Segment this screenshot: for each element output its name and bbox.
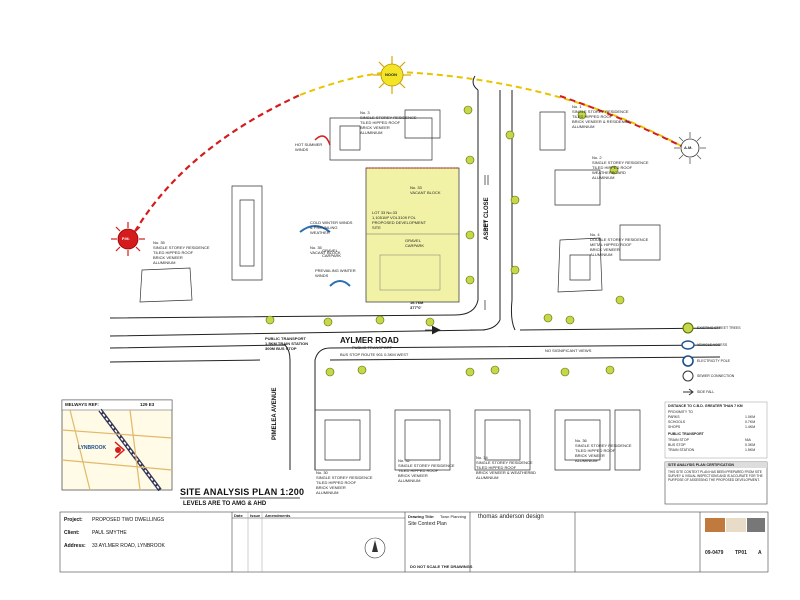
melways-ref-label: MELWAYS REF:	[65, 402, 99, 407]
street-trees	[265, 105, 625, 377]
drawing-title-label: Drawing Title:	[408, 514, 435, 519]
do-not-scale-note: DO NOT SCALE THE DRAWINGS	[410, 564, 473, 569]
client-value: PAUL SMYTHE	[92, 530, 127, 536]
house-label-no30: No. 30 SINGLE STOREY RESIDENCE TILED HIP…	[316, 470, 373, 495]
melways-ref: 129 E3	[140, 402, 155, 407]
pimelea-avenue-label: PIMELEA AVENUE	[272, 387, 278, 440]
aylmer-road-lines	[109, 90, 721, 470]
proximity-value: 1.0KM	[745, 415, 756, 419]
bus-stop-note: BUS STOP ROUTE 901 0.3KM WEST	[340, 352, 409, 357]
house-label-no36: No. 36 SINGLE STOREY RESIDENCE TILED HIP…	[575, 438, 632, 463]
aylmer-road-label: AYLMER ROAD	[340, 336, 399, 345]
noon-label: NOON	[385, 72, 397, 77]
gravel-carpark-note: GRAVEL CARPARK	[322, 248, 342, 258]
prevailing-winds-note: PREVAILING WINTER WINDS	[315, 268, 356, 278]
proximity-value: NIA	[745, 438, 751, 442]
proximity-row: BUS STOP	[668, 443, 686, 447]
house-label-no35: No. 35 SINGLE STOREY RESIDENCE TILED HIP…	[153, 240, 210, 265]
drawing-number: 09-0479	[705, 550, 724, 556]
proximity-heading: DISTANCE TO C.B.D. GREATER THAN 7 KM	[668, 404, 743, 408]
drawing-subtitle: LEVELS ARE TO AMG & AHD	[183, 501, 267, 507]
address-value: 33 AYLMER ROAD, LYNBROOK	[92, 543, 165, 549]
house-label-no2: No. 2 SINGLE STOREY RESIDENCE TILED HIPP…	[592, 155, 649, 180]
proximity-row: TRAIN STOP	[668, 438, 689, 442]
sheet-number: TP01	[735, 550, 747, 556]
proximity-value: 1.4KM	[745, 425, 756, 429]
house-label-no4: No. 4 DOUBLE STOREY RESIDENCE METAL HIPP…	[590, 232, 649, 257]
sun-path-red	[129, 94, 301, 241]
proximity-row: SCHOOLS	[668, 420, 686, 424]
noon-sun-icon	[373, 56, 411, 94]
public-transport-note: PUBLIC TRANSPORT 1.5KM TRAIN STATION 300…	[265, 336, 309, 351]
legend-sewer: SEWER CONNECTION	[697, 374, 735, 378]
legend-electricity-pole: ELECTRICITY POLE	[697, 359, 731, 363]
rev-date-header: Date	[234, 513, 243, 518]
am-label: A.M.	[684, 145, 693, 150]
drawing-title: SITE ANALYSIS PLAN 1:200	[180, 487, 305, 497]
gravel-carpark-label: GRAVEL CARPARK	[405, 238, 425, 248]
legend-icons	[681, 322, 695, 396]
legend-street-trees: EXISTING STREET TREES	[697, 326, 741, 330]
proximity-row: PUBLIC TRANSPORT	[668, 432, 704, 436]
certification-heading: SITE ANALYSIS PLAN CERTIFICATION	[668, 463, 734, 467]
proximity-row: PARKS	[668, 415, 680, 419]
pm-label: P.M.	[122, 236, 130, 241]
asbet-close-label: ASBET CLOSE	[484, 197, 490, 240]
pm-sun-icon	[111, 222, 145, 256]
public-transport-note-2: PUBLIC TRANSPORT	[352, 345, 393, 350]
rev-issue-header: Issue	[250, 513, 261, 518]
subject-site	[365, 167, 460, 303]
certification-body: THIS SITE CONTEXT PLAN HAS BEEN PREPARED…	[668, 470, 763, 483]
house-label-no34: No. 34 SINGLE STOREY RESIDENCE TILED HIP…	[476, 455, 536, 480]
house-label-no3: No. 3 SINGLE STOREY RESIDENCE TILED HIPP…	[360, 110, 417, 135]
rev-amendments-header: Amendments	[265, 513, 291, 518]
legend-vehicle-access: VEHICLE ACCESS	[697, 343, 728, 347]
access-arrows	[425, 175, 489, 335]
vacant-block-label: No. 35 VACANT BLOCK	[310, 245, 341, 255]
frontage-label: 16.76M 377°0'	[410, 300, 424, 310]
house-label-no1: No. 1 SINGLE STOREY RESIDENCE TILED HIPP…	[572, 104, 631, 129]
address-label: Address:	[64, 543, 86, 549]
no-views-note: NO SIGNIFICANT VIEWS	[545, 348, 592, 353]
lot-label: LOT 33 No.33 1,1051M² VOL3109 FOL PROPOS…	[372, 210, 427, 230]
issue-value: Town Planning	[440, 514, 467, 519]
client-label: Client:	[64, 530, 80, 536]
proximity-value: 0.7KM	[745, 420, 756, 424]
wind-arrows	[299, 135, 351, 287]
proximity-row: PROXIMITY TO	[668, 410, 693, 414]
melways-place: LYNBROOK	[78, 445, 107, 451]
proximity-value: 0.3KM	[745, 443, 756, 447]
firm-name: thomas anderson design	[478, 514, 544, 520]
am-sun-icon	[674, 132, 706, 164]
south-houses	[314, 409, 641, 471]
project-value: PROPOSED TWO DWELLINGS	[92, 517, 165, 523]
north-houses	[139, 109, 661, 303]
legend-side-fall: SIDE FALL	[697, 390, 715, 394]
cold-winter-winds-note: COLD WINTER WINDS & PREVAILING WEATHER	[310, 220, 353, 235]
house-label-no32: No. 32 SINGLE STOREY RESIDENCE TILED HIP…	[398, 458, 455, 483]
drawing-title-value: Site Context Plan	[408, 521, 447, 527]
proximity-row: SHOPS	[668, 425, 681, 429]
revision-letter: A	[758, 550, 762, 556]
site-block-label: No. 33 VACANT BLOCK	[410, 185, 441, 195]
proximity-row: TRAIN STATION	[668, 448, 695, 452]
proximity-value: 1.5KM	[745, 448, 756, 452]
hot-summer-winds-note: HOT SUMMER WINDS	[295, 142, 323, 152]
project-label: Project:	[64, 517, 83, 523]
